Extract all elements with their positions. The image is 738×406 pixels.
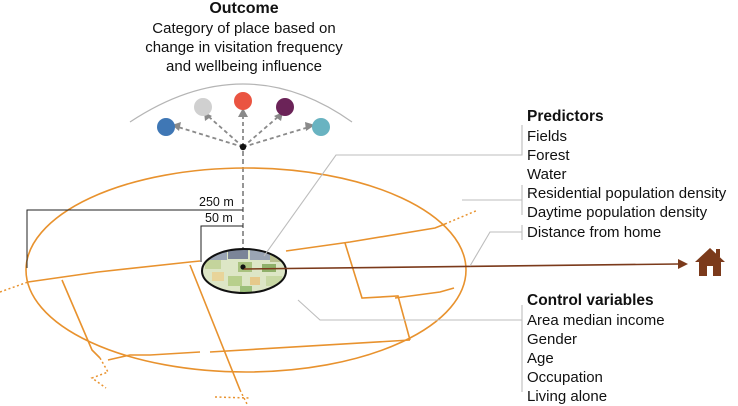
predictor-residential-density: Residential population density	[527, 185, 727, 202]
outer-buffer	[25, 167, 467, 373]
category-dot-4	[276, 98, 294, 116]
predictor-water: Water	[527, 166, 567, 183]
controls-title: Control variables	[527, 292, 654, 309]
predictors-title: Predictors	[527, 108, 604, 125]
category-dot-5	[312, 118, 330, 136]
outcome-description-line-2: change in visitation frequency	[145, 39, 343, 56]
arrow-heads	[172, 108, 315, 131]
label-50m: 50 m	[205, 211, 233, 225]
outcome-description-line-1: Category of place based on	[152, 20, 336, 37]
predictor-fields: Fields	[527, 128, 568, 145]
category-dot-2	[194, 98, 212, 116]
control-area-median-income: Area median income	[527, 312, 665, 329]
hub-node	[239, 143, 247, 151]
label-250m: 250 m	[199, 195, 234, 209]
outcome-description-line-3: and wellbeing influence	[166, 58, 322, 75]
predictor-distance-from-home: Distance from home	[527, 224, 662, 241]
leader-lines	[263, 125, 523, 392]
predictor-daytime-density: Daytime population density	[527, 204, 708, 221]
distance-brackets	[26, 209, 243, 268]
road-network	[27, 223, 455, 391]
road-extensions	[0, 209, 479, 406]
category-dot-3	[234, 92, 252, 110]
outcome-arc	[129, 83, 353, 123]
outcome-arrows	[177, 114, 310, 148]
inner-buffer	[201, 248, 287, 294]
home-arrow-head	[678, 259, 688, 269]
outcome-title: Outcome	[209, 0, 279, 17]
control-occupation: Occupation	[527, 369, 603, 386]
predictor-forest: Forest	[527, 147, 570, 164]
home-icon	[695, 248, 725, 276]
control-living-alone: Living alone	[527, 388, 608, 405]
distance-to-home-line	[243, 263, 679, 270]
category-dot-1	[157, 118, 175, 136]
control-age: Age	[527, 350, 554, 367]
control-gender: Gender	[527, 331, 578, 348]
